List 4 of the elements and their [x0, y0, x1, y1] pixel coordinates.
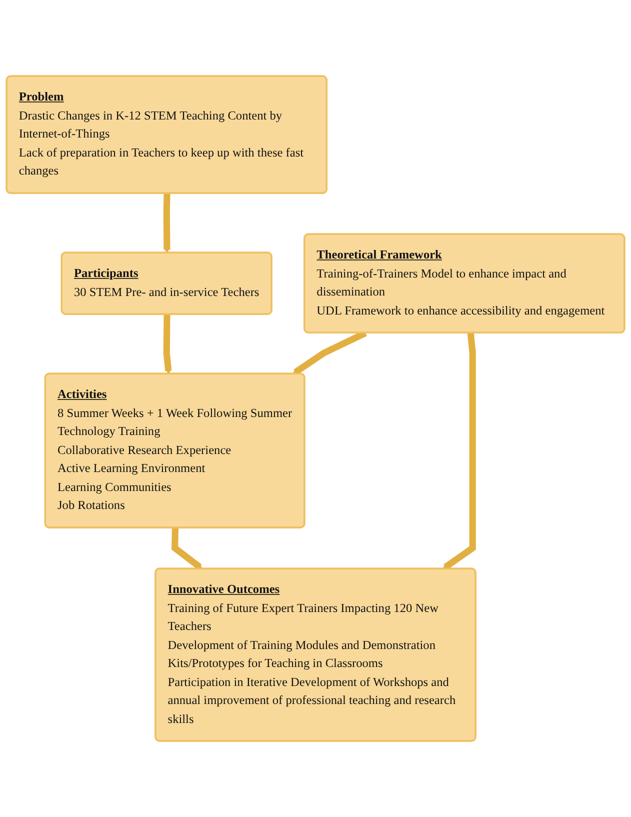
- arrow: [442, 332, 476, 570]
- arrow: [163, 314, 172, 374]
- arrow: [172, 528, 203, 570]
- arrow: [163, 193, 171, 254]
